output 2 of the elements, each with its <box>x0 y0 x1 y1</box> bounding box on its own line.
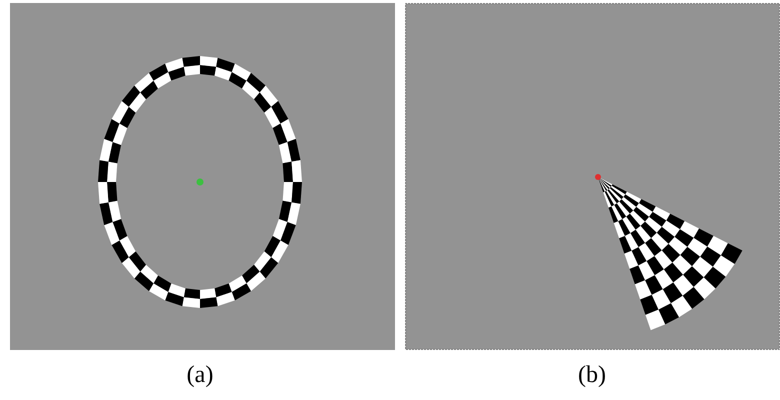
panel-label: (a) <box>186 362 214 389</box>
panel-label: (b) <box>577 362 607 389</box>
